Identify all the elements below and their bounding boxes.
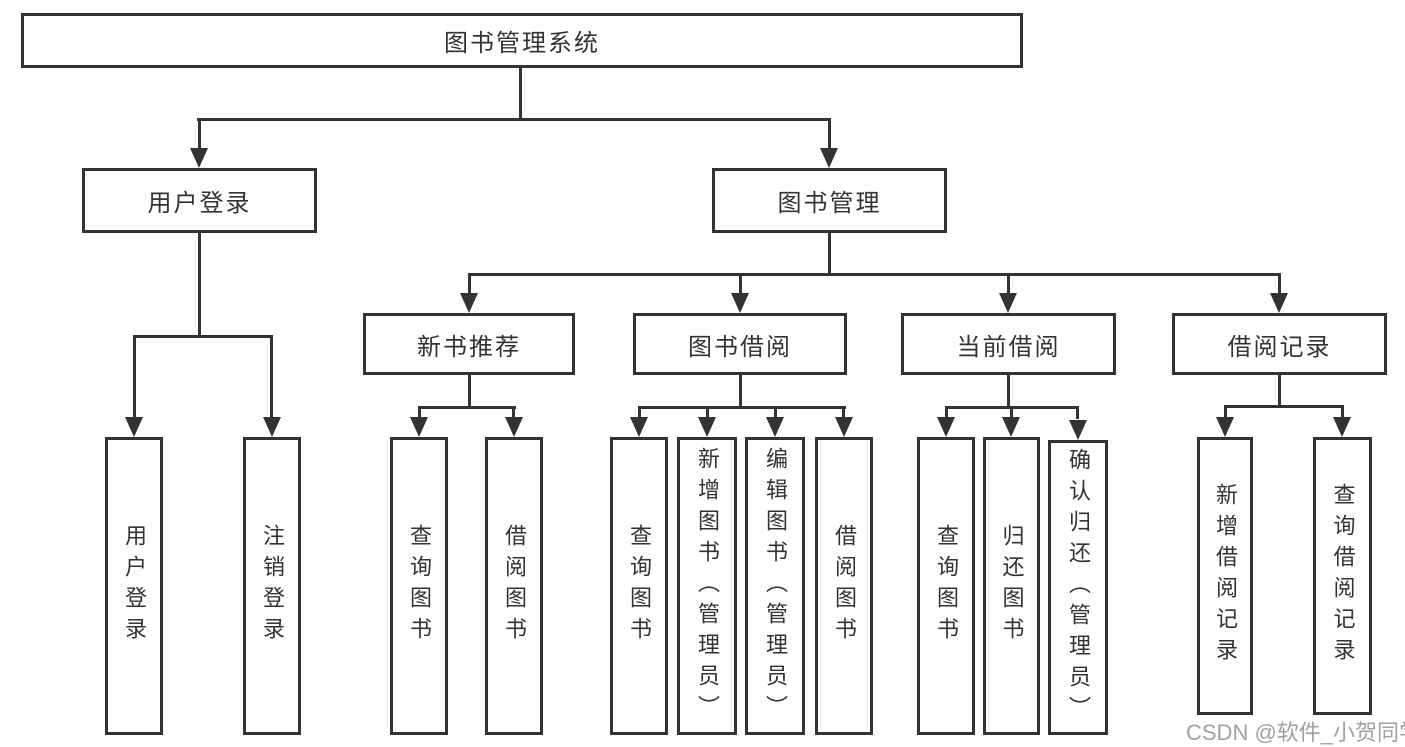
leaf-current-query: 查询图书 [917,437,975,735]
connector-stub [1341,405,1344,419]
leaf-bookborrow-query: 查询图书 [610,437,668,735]
leaf-newbooks-borrow-label: 借阅图书 [502,524,527,648]
connector-stub [1224,405,1227,419]
leaf-bookborrow-borrow: 借阅图书 [815,437,873,735]
node-user-login: 用户登录 [82,168,317,233]
leaf-bookborrow-query-label: 查询图书 [627,524,652,648]
node-book-borrow-label: 图书借阅 [688,333,792,361]
connector-vline [739,375,742,406]
arrowhead [731,293,749,313]
leaf-newbooks-query-label: 查询图书 [407,524,432,648]
connector-vline [1278,375,1281,405]
connector-hline [468,273,1280,276]
arrowhead [1270,293,1288,313]
node-new-books: 新书推荐 [363,313,575,375]
leaf-records-add-label: 新增借阅记录 [1213,483,1238,669]
connector-vline [1007,375,1010,406]
leaf-records-query-label: 查询借阅记录 [1330,483,1356,669]
node-borrow-records-label: 借阅记录 [1227,333,1332,361]
arrowhead [630,417,648,437]
connector-stub [828,118,831,150]
arrowhead [937,417,955,437]
leaf-current-confirm-label: 确认归还（管理员） [1066,448,1091,727]
arrowhead [1333,417,1351,437]
connector-hline [418,406,516,409]
arrowhead [835,417,853,437]
leaf-user-login-label: 用户登录 [122,524,147,648]
arrowhead [460,293,478,313]
connector-stub [1007,273,1010,295]
node-user-login-label: 用户登录 [147,190,252,217]
leaf-bookborrow-add: 新增图书（管理员） [677,437,737,735]
leaf-bookborrow-edit: 编辑图书（管理员） [745,437,805,735]
arrowhead [999,293,1017,313]
arrowhead [125,417,143,437]
connector-stub [418,406,421,419]
connector-stub [706,406,709,419]
node-root-label: 图书管理系统 [444,30,600,57]
arrowhead [1069,420,1087,440]
leaf-newbooks-query: 查询图书 [390,437,448,735]
arrowhead [190,148,208,168]
connector-stub [842,406,845,419]
arrowhead [766,417,784,437]
connector-stub [468,273,471,295]
leaf-bookborrow-borrow-label: 借阅图书 [832,524,857,648]
arrowhead [820,148,838,168]
connector-vline [519,68,522,118]
arrowhead [410,417,428,437]
leaf-logout-label: 注销登录 [260,524,285,648]
connector-stub [774,406,777,419]
leaf-user-login: 用户登录 [105,437,163,735]
node-book-borrow: 图书借阅 [633,313,847,375]
connector-vline [198,233,201,335]
arrowhead [263,417,281,437]
connector-stub [945,406,948,419]
leaf-current-return-label: 归还图书 [999,524,1025,648]
leaf-bookborrow-edit-label: 编辑图书（管理员） [763,446,788,726]
leaf-current-query-label: 查询图书 [934,524,959,648]
node-current-borrow: 当前借阅 [901,313,1116,375]
connector-hline [133,335,273,338]
connector-hline [1224,405,1344,408]
node-root: 图书管理系统 [21,13,1023,68]
connector-stub [1278,273,1281,295]
watermark: CSDN @软件_小贺同学 [1186,720,1405,745]
node-new-books-label: 新书推荐 [417,333,521,361]
leaf-records-add: 新增借阅记录 [1197,437,1253,715]
leaf-records-query: 查询借阅记录 [1313,437,1372,715]
connector-stub [1076,406,1079,419]
connector-hline [638,406,846,409]
connector-stub [638,406,641,419]
connector-vline [468,375,471,406]
leaf-current-confirm: 确认归还（管理员） [1048,440,1108,735]
connector-stub [270,335,273,419]
node-current-borrow-label: 当前借阅 [956,333,1061,361]
arrowhead [1216,417,1234,437]
leaf-bookborrow-add-label: 新增图书（管理员） [695,446,720,726]
arrowhead [505,417,523,437]
arrowhead [698,417,716,437]
node-borrow-records: 借阅记录 [1172,313,1387,375]
leaf-logout: 注销登录 [243,437,301,735]
leaf-current-return: 归还图书 [983,437,1040,735]
connector-stub [198,118,201,150]
connector-stub [512,406,515,419]
node-book-mgmt-label: 图书管理 [777,190,882,217]
arrowhead [1002,417,1020,437]
connector-stub [739,273,742,295]
node-book-mgmt: 图书管理 [712,168,947,233]
connector-stub [133,335,136,419]
connector-hline [197,118,830,121]
connector-vline [828,233,831,273]
leaf-newbooks-borrow: 借阅图书 [485,437,543,735]
connector-stub [1010,406,1013,419]
